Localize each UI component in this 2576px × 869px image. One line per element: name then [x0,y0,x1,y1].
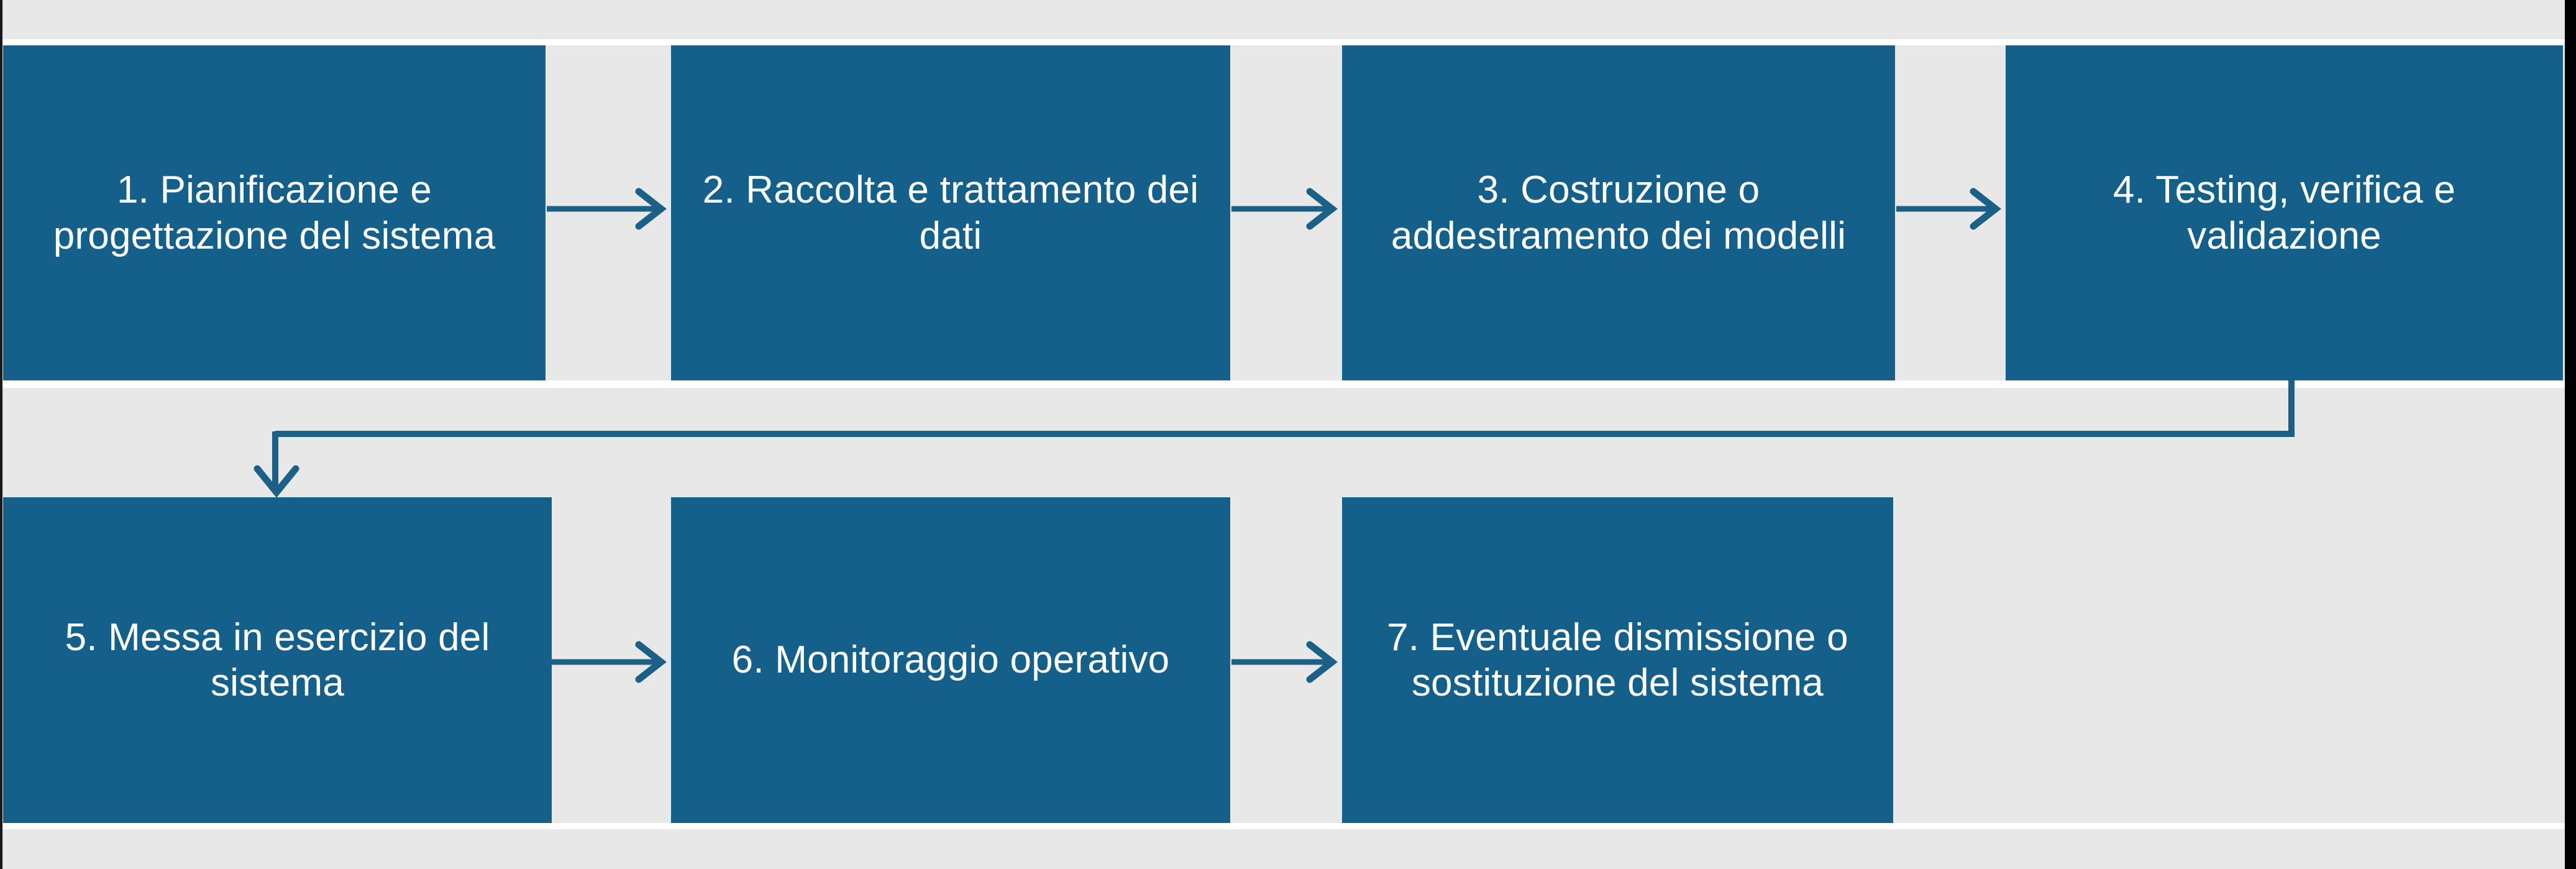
arrow-right-icon [1231,188,1338,230]
flow-node-1[interactable]: 1. Pianificazione e progettazione del si… [3,45,546,380]
flow-node-6-label: 6. Monitoraggio operativo [731,638,1170,682]
connector-node4-to-node5 [249,380,2324,505]
slide-edge-right [2565,0,2576,869]
row-gutter-bottom [0,823,2576,829]
flow-node-7-label: 7. Eventuale dismissione o sostituzione … [1387,615,1848,704]
slide-edge-left [0,0,2,869]
row-gutter-middle [0,380,2576,388]
connector-node5-to-node6 [547,640,671,684]
flow-node-3-label: 3. Costruzione o addestramento dei model… [1391,168,1847,257]
arrow-elbow-down-left-icon [253,380,2295,498]
row-gutter-top [0,39,2576,45]
connector-node3-to-node4 [1896,186,2006,231]
flow-node-6[interactable]: 6. Monitoraggio operativo [671,497,1230,823]
arrow-right-icon [547,188,667,230]
flow-node-5-label: 5. Messa in esercizio del sistema [65,615,490,704]
flow-node-2[interactable]: 2. Raccolta e trattamento dei dati [671,45,1230,380]
flow-node-3[interactable]: 3. Costruzione o addestramento dei model… [1342,45,1895,380]
flow-node-1-label: 1. Pianificazione e progettazione del si… [53,168,496,257]
connector-node6-to-node7 [1231,640,1342,684]
arrow-right-icon [1896,188,2001,230]
connector-node1-to-node2 [547,186,671,231]
flow-node-2-label: 2. Raccolta e trattamento dei dati [702,168,1199,257]
arrow-right-icon [1231,641,1338,683]
flow-node-5[interactable]: 5. Messa in esercizio del sistema [3,497,552,823]
flow-node-4[interactable]: 4. Testing, verifica e validazione [2006,45,2563,380]
flow-node-4-label: 4. Testing, verifica e validazione [2112,168,2456,257]
flow-node-7[interactable]: 7. Eventuale dismissione o sostituzione … [1342,497,1893,823]
arrow-right-icon [547,641,667,683]
connector-node2-to-node3 [1231,186,1342,231]
